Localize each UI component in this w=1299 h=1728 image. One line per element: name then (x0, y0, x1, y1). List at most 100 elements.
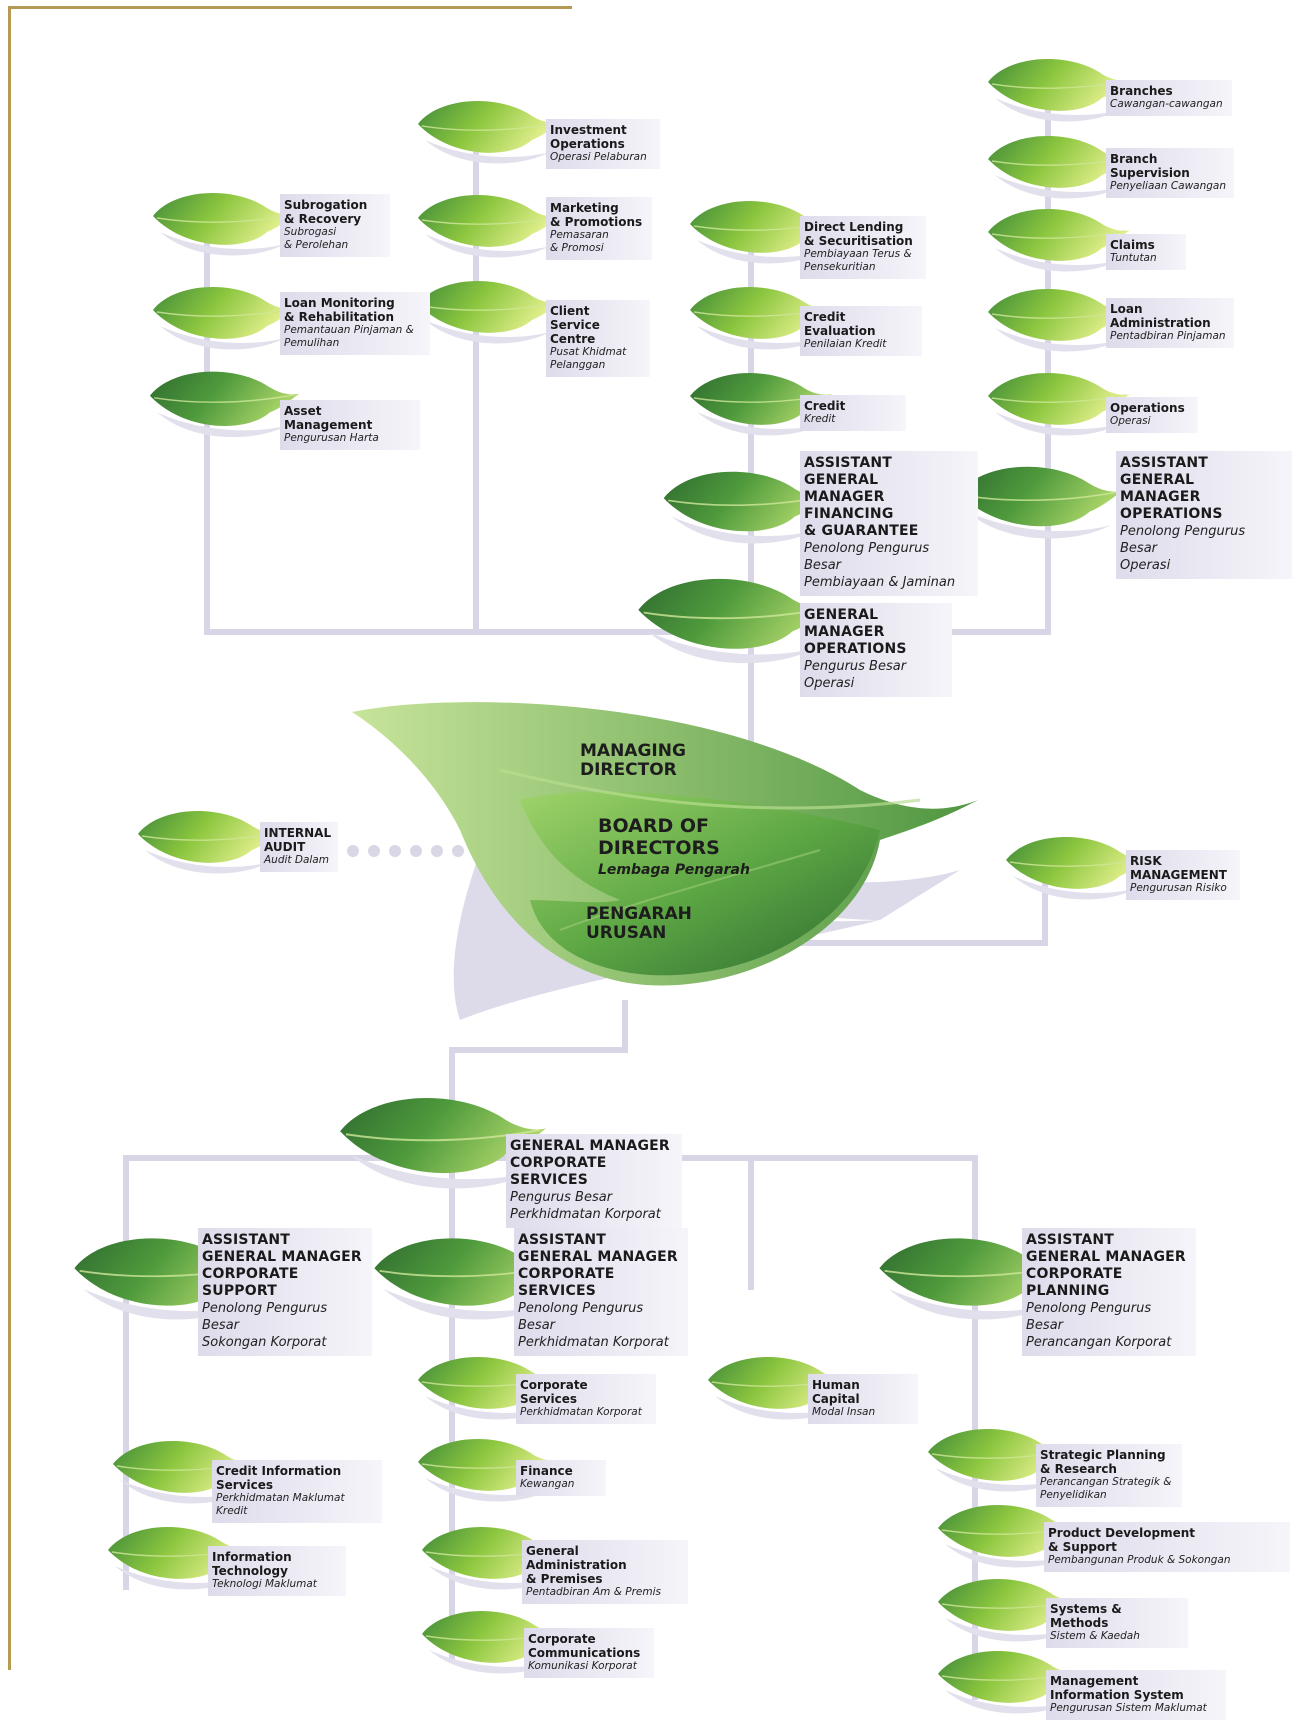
credit-info-box: Credit Information Services Perkhidmatan… (212, 1460, 382, 1523)
strategic-planning-box: Strategic Planning & Research Perancanga… (1036, 1444, 1182, 1507)
internal-audit-subtitle: Audit Dalam (264, 854, 329, 866)
credit-info-title: Credit Information Services (216, 1464, 342, 1492)
strategic-planning-title: Strategic Planning & Research (1040, 1448, 1166, 1476)
loan-monitoring-leaf-icon (153, 287, 295, 350)
agm-corporate-planning-title: ASSISTANT GENERAL MANAGER CORPORATE PLAN… (1026, 1232, 1186, 1299)
corporate-services-box: Corporate Services Perkhidmatan Korporat (516, 1374, 656, 1424)
client-service-leaf-icon (418, 281, 560, 344)
page-border-left (8, 6, 11, 1670)
direct-lending-subtitle: Pembiayaan Terus & Pensekuritian (804, 248, 912, 273)
credit-evaluation-title: Credit Evaluation (804, 310, 876, 338)
investment-operations-box: Investment Operations Operasi Pelaburan (546, 119, 660, 169)
asset-management-box: Asset Management Pengurusan Harta (280, 400, 420, 450)
direct-lending-box: Direct Lending & Securitisation Pembiaya… (800, 216, 926, 279)
gm-corporate-subtitle: Pengurus Besar Perkhidmatan Korporat (510, 1190, 661, 1222)
general-admin-subtitle: Pentadbiran Am & Premis (526, 1586, 661, 1598)
corporate-communications-box: Corporate Communications Komunikasi Korp… (524, 1628, 654, 1678)
board-of-directors-subtitle: Lembaga Pengarah (598, 862, 750, 878)
investment-leaf-icon (418, 101, 560, 164)
agm-financing-box: ASSISTANT GENERAL MANAGER FINANCING & GU… (800, 451, 978, 596)
agm-operations-leaf-icon (958, 466, 1122, 539)
risk-management-box: RISK MANAGEMENT Pengurusan Risiko (1126, 850, 1240, 900)
risk-management-subtitle: Pengurusan Risiko (1130, 882, 1227, 894)
marketing-promotions-box: Marketing & Promotions Pemasaran & Promo… (546, 197, 652, 260)
general-admin-title: General Administration & Premises (526, 1544, 627, 1586)
credit-box: Credit Kredit (800, 395, 906, 431)
agm-operations-box: ASSISTANT GENERAL MANAGER OPERATIONS Pen… (1116, 451, 1292, 579)
investment-operations-title: Investment Operations (550, 123, 627, 151)
agm-corporate-support-title: ASSISTANT GENERAL MANAGER CORPORATE SUPP… (202, 1232, 362, 1299)
agm-corporate-planning-subtitle: Penolong Pengurus Besar Perancangan Korp… (1026, 1301, 1172, 1350)
pengarah-urusan-label: PENGARAH URUSAN (586, 904, 692, 943)
agm-corporate-services-subtitle: Penolong Pengurus Besar Perkhidmatan Kor… (518, 1301, 669, 1350)
claims-title: Claims (1110, 238, 1155, 252)
page-border-top (8, 6, 572, 9)
claims-box: Claims Tuntutan (1106, 234, 1186, 270)
information-technology-subtitle: Teknologi Maklumat (212, 1578, 317, 1590)
asset-management-subtitle: Pengurusan Harta (284, 432, 379, 444)
loan-monitoring-box: Loan Monitoring & Rehabilitation Pemanta… (280, 292, 430, 355)
strategic-planning-subtitle: Perancangan Strategik & Penyelidikan (1040, 1476, 1172, 1501)
information-technology-box: Information Technology Teknologi Makluma… (208, 1546, 346, 1596)
subrogation-title: Subrogation & Recovery (284, 198, 368, 226)
agm-corporate-services-title: ASSISTANT GENERAL MANAGER CORPORATE SERV… (518, 1232, 678, 1299)
risk-management-title: RISK MANAGEMENT (1130, 854, 1227, 882)
general-admin-box: General Administration & Premises Pentad… (522, 1540, 688, 1604)
board-of-directors-title: BOARD OF DIRECTORS (598, 815, 720, 859)
loan-monitoring-subtitle: Pemantauan Pinjaman & Pemulihan (284, 324, 414, 349)
board-leaf-front (520, 791, 880, 976)
credit-title: Credit (804, 399, 846, 413)
branch-supervision-title: Branch Supervision (1110, 152, 1190, 180)
branches-subtitle: Cawangan-cawangan (1110, 98, 1223, 110)
asset-management-leaf-icon (149, 371, 299, 438)
branch-supervision-box: Branch Supervision Penyeliaan Cawangan (1106, 148, 1234, 198)
internal-audit-leaf-icon (138, 811, 280, 874)
board-leaf (352, 702, 978, 1020)
loan-administration-subtitle: Pentadbiran Pinjaman (1110, 330, 1226, 342)
branches-box: Branches Cawangan-cawangan (1106, 80, 1232, 116)
marketing-promotions-title: Marketing & Promotions (550, 201, 643, 229)
investment-operations-subtitle: Operasi Pelaburan (550, 151, 647, 163)
operations-title: Operations (1110, 401, 1185, 415)
managing-director-label: MANAGING DIRECTOR (580, 741, 686, 780)
internal-audit-title: INTERNAL AUDIT (264, 826, 332, 854)
agm-financing-title: ASSISTANT GENERAL MANAGER FINANCING & GU… (804, 455, 919, 539)
subrogation-subtitle: Subrogasi & Perolehan (284, 226, 349, 251)
product-development-subtitle: Pembangunan Produk & Sokongan (1048, 1554, 1231, 1566)
credit-subtitle: Kredit (804, 413, 836, 425)
finance-subtitle: Kewangan (520, 1478, 575, 1490)
gm-operations-box: GENERAL MANAGER OPERATIONS Pengurus Besa… (800, 603, 952, 697)
subrogation-leaf-icon (153, 193, 295, 256)
credit-info-subtitle: Perkhidmatan Maklumat Kredit (216, 1492, 345, 1517)
claims-leaf-icon (988, 209, 1130, 272)
loan-administration-title: Loan Administration (1110, 302, 1211, 330)
mis-box: Management Information System Pengurusan… (1046, 1670, 1226, 1720)
subrogation-box: Subrogation & Recovery Subrogasi & Perol… (280, 194, 390, 257)
systems-methods-subtitle: Sistem & Kaedah (1050, 1630, 1140, 1642)
asset-management-title: Asset Management (284, 404, 373, 432)
finance-title: Finance (520, 1464, 573, 1478)
loan-monitoring-title: Loan Monitoring & Rehabilitation (284, 296, 395, 324)
product-development-title: Product Development & Support (1048, 1526, 1196, 1554)
gm-operations-title: GENERAL MANAGER OPERATIONS (804, 607, 907, 657)
client-service-title: Client Service Centre (550, 304, 600, 346)
agm-financing-subtitle: Penolong Pengurus Besar Pembiayaan & Jam… (804, 541, 956, 590)
human-capital-subtitle: Modal Insan (812, 1406, 876, 1418)
gm-operations-subtitle: Pengurus Besar Operasi (804, 659, 907, 691)
client-service-subtitle: Pusat Khidmat Pelanggan (550, 346, 627, 371)
information-technology-title: Information Technology (212, 1550, 292, 1578)
systems-methods-box: Systems & Methods Sistem & Kaedah (1046, 1598, 1188, 1648)
branches-title: Branches (1110, 84, 1173, 98)
corporate-communications-subtitle: Komunikasi Korporat (528, 1660, 637, 1672)
human-capital-title: Human Capital (812, 1378, 860, 1406)
product-development-box: Product Development & Support Pembanguna… (1044, 1522, 1290, 1572)
agm-corporate-services-box: ASSISTANT GENERAL MANAGER CORPORATE SERV… (514, 1228, 688, 1356)
agm-operations-title: ASSISTANT GENERAL MANAGER OPERATIONS (1120, 455, 1223, 522)
agm-operations-subtitle: Penolong Pengurus Besar Operasi (1120, 524, 1246, 573)
gm-corporate-box: GENERAL MANAGER CORPORATE SERVICES Pengu… (506, 1134, 682, 1228)
mis-subtitle: Pengurusan Sistem Maklumat (1050, 1702, 1207, 1714)
corporate-communications-title: Corporate Communications (528, 1632, 641, 1660)
client-service-box: Client Service Centre Pusat Khidmat Pela… (546, 300, 650, 377)
human-capital-box: Human Capital Modal Insan (808, 1374, 918, 1424)
corporate-services-title: Corporate Services (520, 1378, 588, 1406)
